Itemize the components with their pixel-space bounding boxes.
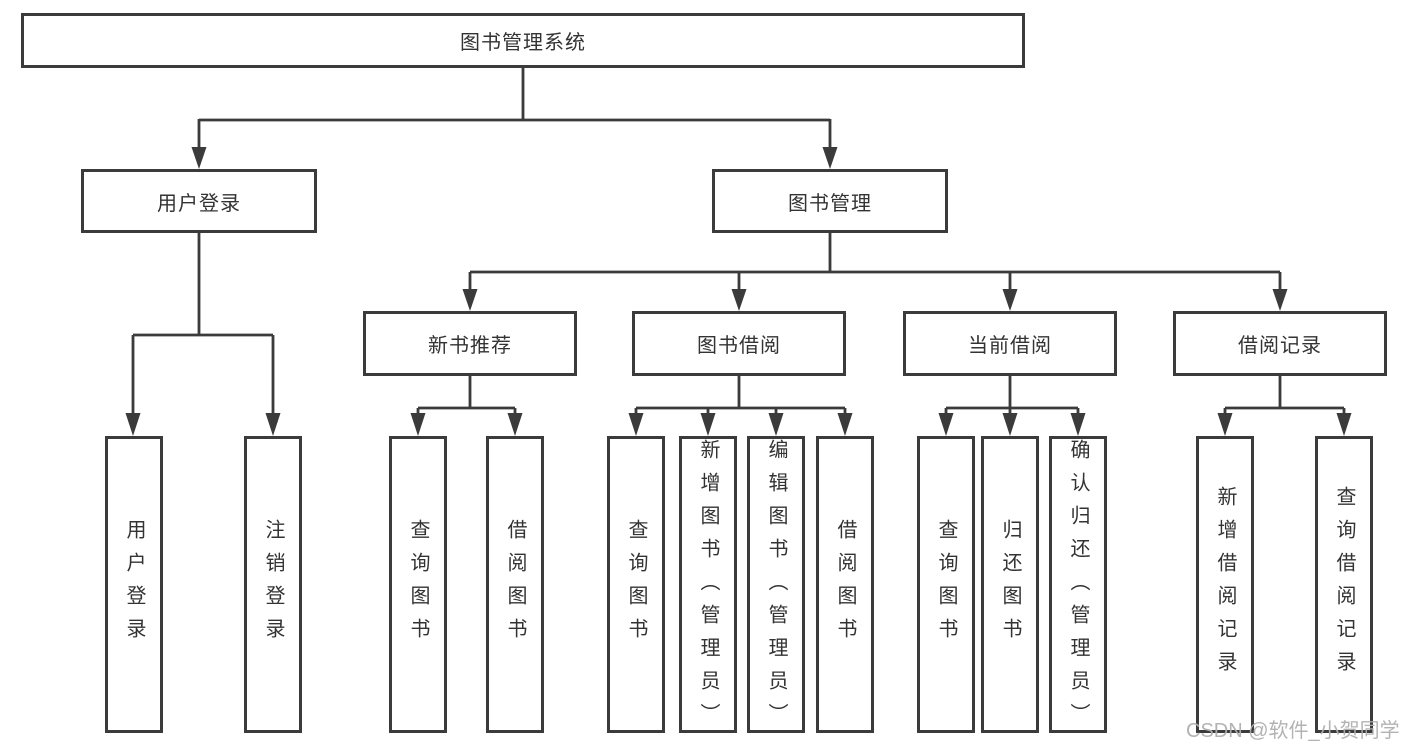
csdn-watermark: CSDN @软件_小贺同学: [1186, 720, 1400, 742]
node-confirm-return-admin-label: 确认归还（管理员）: [1067, 439, 1089, 736]
node-book-borrowing: 图书借阅: [632, 311, 846, 376]
node-search-books-current-label: 查询图书: [935, 518, 957, 651]
node-add-books-admin: 新增图书（管理员）: [679, 436, 737, 736]
node-borrowing-records: 借阅记录: [1173, 311, 1387, 376]
node-user-login-leaf-label: 用户登录: [123, 518, 145, 651]
node-return-books-label: 归还图书: [999, 518, 1021, 651]
node-search-books-recommend-label: 查询图书: [407, 518, 429, 651]
node-search-books-borrowing: 查询图书: [607, 436, 665, 733]
arrowheads: [125, 147, 1352, 436]
node-edit-books-admin: 编辑图书（管理员）: [747, 436, 805, 736]
node-confirm-return-admin: 确认归还（管理员）: [1049, 436, 1107, 736]
node-library-management-system: 图书管理系统: [21, 13, 1025, 68]
node-add-borrow-record: 新增借阅记录: [1196, 436, 1254, 733]
node-book-management: 图书管理: [712, 169, 948, 233]
node-borrow-books: 借阅图书: [816, 436, 874, 733]
node-return-books: 归还图书: [981, 436, 1039, 733]
node-search-books-recommend: 查询图书: [389, 436, 447, 733]
node-search-books-current: 查询图书: [917, 436, 975, 733]
node-new-book-recommendation: 新书推荐: [363, 311, 577, 376]
node-borrow-books-recommend-label: 借阅图书: [504, 518, 526, 651]
node-search-books-borrowing-label: 查询图书: [625, 518, 647, 651]
node-borrow-books-recommend: 借阅图书: [486, 436, 544, 733]
node-current-borrowing: 当前借阅: [903, 311, 1117, 376]
node-add-books-admin-label: 新增图书（管理员）: [697, 439, 719, 736]
node-logout: 注销登录: [244, 436, 302, 733]
node-search-borrow-record-label: 查询借阅记录: [1333, 485, 1355, 684]
node-borrow-books-label: 借阅图书: [834, 518, 856, 651]
node-user-login: 用户登录: [81, 169, 317, 233]
node-add-borrow-record-label: 新增借阅记录: [1214, 485, 1236, 684]
node-user-login-leaf: 用户登录: [105, 436, 163, 733]
node-search-borrow-record: 查询借阅记录: [1315, 436, 1373, 733]
node-logout-label: 注销登录: [262, 518, 284, 651]
node-edit-books-admin-label: 编辑图书（管理员）: [765, 439, 787, 736]
